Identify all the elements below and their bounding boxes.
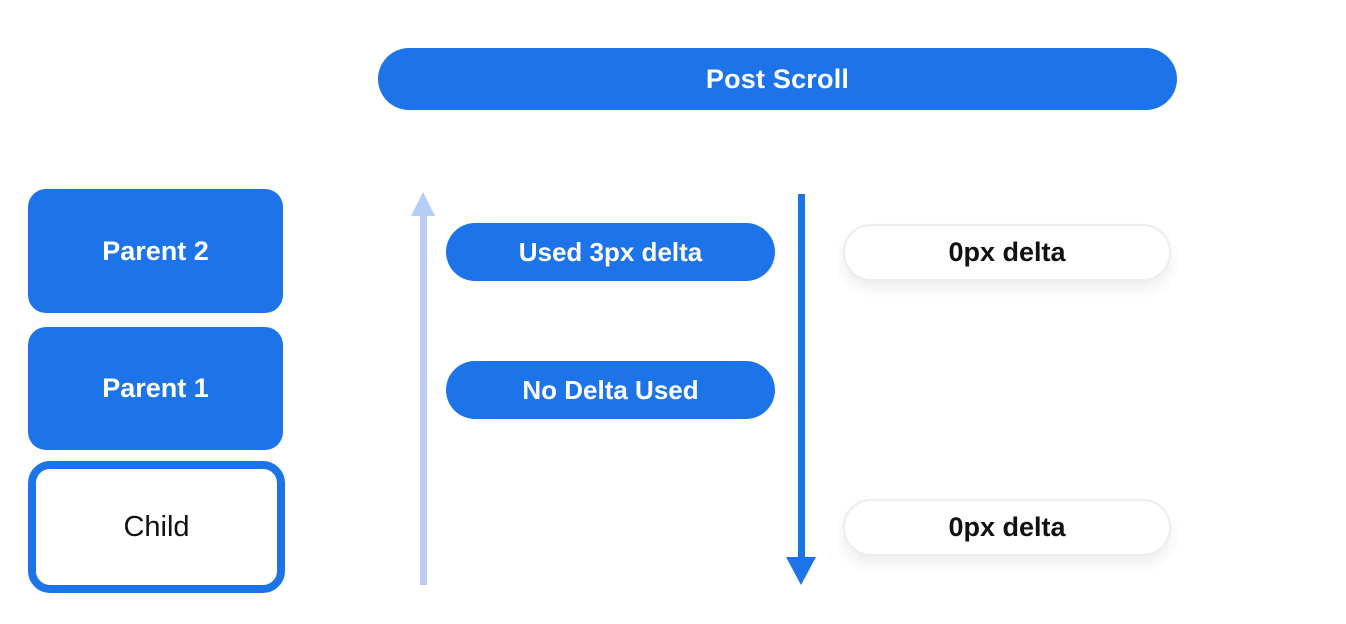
- child-box: Child: [28, 461, 285, 593]
- zero-delta-top-label: 0px delta: [948, 237, 1066, 267]
- child-label: Child: [123, 510, 190, 543]
- zero-delta-bottom-label: 0px delta: [948, 512, 1066, 542]
- zero-delta-pill-top: 0px delta: [843, 224, 1171, 281]
- used-delta-label: Used 3px delta: [518, 236, 703, 267]
- arrow-down-head-icon: [786, 557, 816, 585]
- post-scroll-title: Post Scroll: [705, 63, 850, 94]
- zero-delta-pill-bottom: 0px delta: [843, 499, 1171, 556]
- post-scroll-header-pill: Post Scroll: [378, 48, 1177, 110]
- used-delta-pill: Used 3px delta: [446, 223, 775, 281]
- parent-2-label: Parent 2: [102, 235, 209, 266]
- parent-1-label: Parent 1: [102, 373, 209, 403]
- arrow-up-icon: [420, 215, 427, 585]
- arrow-up-head-icon: [411, 192, 435, 216]
- parent-1-box: Parent 1: [28, 327, 283, 450]
- arrow-down-icon: [798, 194, 805, 560]
- no-delta-used-pill: No Delta Used: [446, 361, 775, 419]
- parent-2-box: Parent 2: [28, 189, 283, 313]
- no-delta-used-label: No Delta Used: [522, 374, 699, 405]
